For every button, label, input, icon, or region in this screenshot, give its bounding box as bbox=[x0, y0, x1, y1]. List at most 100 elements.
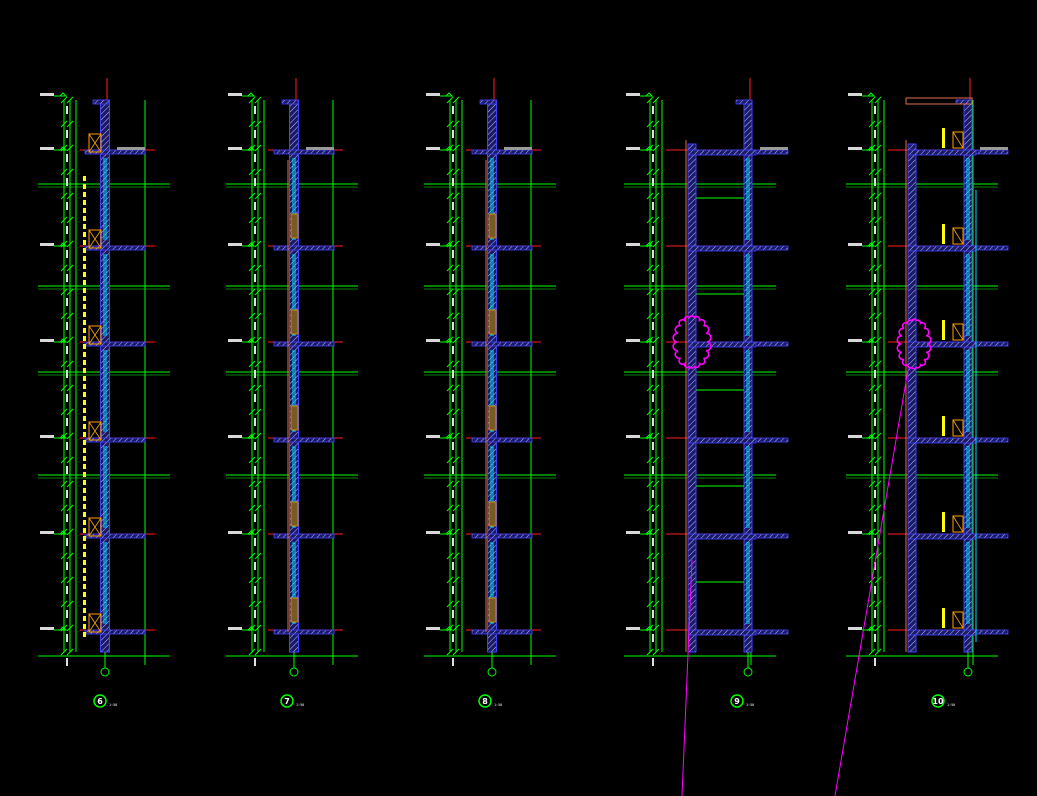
dimension-text-mark bbox=[452, 178, 454, 186]
door-detail bbox=[88, 613, 102, 633]
floor-slab bbox=[273, 437, 335, 443]
dim-tick bbox=[868, 504, 876, 512]
parapet-cap bbox=[92, 99, 110, 105]
dim-tick bbox=[646, 312, 654, 320]
dim-tick bbox=[254, 336, 262, 344]
dim-tick bbox=[446, 576, 454, 584]
level-label-mark bbox=[626, 531, 640, 534]
yellow-infill-mark bbox=[83, 200, 86, 205]
level-triangle bbox=[444, 338, 454, 343]
dimension-text-mark bbox=[254, 442, 256, 450]
parapet-cap bbox=[735, 99, 753, 105]
floor-slab bbox=[84, 149, 146, 155]
yellow-infill-mark bbox=[83, 216, 86, 221]
dimension-text-mark bbox=[652, 322, 654, 330]
dimension-text-mark bbox=[874, 634, 876, 642]
dim-tick bbox=[652, 552, 660, 560]
dim-tick bbox=[452, 480, 460, 488]
dim-tick bbox=[874, 120, 882, 128]
dimension-text-mark bbox=[652, 250, 654, 258]
dim-tick bbox=[446, 120, 454, 128]
yellow-infill-mark bbox=[83, 368, 86, 373]
dim-tick bbox=[60, 360, 68, 368]
dim-tick bbox=[66, 600, 74, 608]
door-swing bbox=[952, 611, 964, 629]
dim-tick bbox=[66, 432, 74, 440]
dimension-text-mark bbox=[452, 442, 454, 450]
dim-tick bbox=[60, 576, 68, 584]
dim-tick bbox=[646, 600, 654, 608]
level-label-mark bbox=[848, 339, 862, 342]
dimension-text-mark bbox=[254, 274, 256, 282]
dim-tick bbox=[652, 456, 660, 464]
sill-block bbox=[290, 597, 299, 623]
level-label-mark bbox=[228, 627, 242, 630]
yellow-infill-mark bbox=[83, 464, 86, 469]
yellow-infill-mark bbox=[83, 176, 86, 181]
level-label-mark bbox=[426, 243, 440, 246]
span-slab bbox=[907, 629, 977, 636]
dim-tick bbox=[254, 648, 262, 656]
level-triangle bbox=[246, 530, 256, 535]
yellow-infill-mark bbox=[83, 584, 86, 589]
dim-tick bbox=[248, 456, 256, 464]
dimension-text-mark bbox=[874, 370, 876, 378]
dimension-text-mark bbox=[874, 394, 876, 402]
yellow-infill-mark bbox=[83, 184, 86, 189]
dimension-text-mark bbox=[254, 562, 256, 570]
yellow-infill-mark bbox=[83, 440, 86, 445]
dimension-text-mark bbox=[254, 658, 256, 666]
dim-tick bbox=[874, 336, 882, 344]
dimension-text-mark bbox=[452, 226, 454, 234]
door-swing bbox=[952, 515, 964, 533]
dimension-text-mark bbox=[66, 634, 68, 642]
dim-tick bbox=[248, 264, 256, 272]
floor-slab bbox=[273, 629, 335, 635]
dimension-text-mark bbox=[874, 226, 876, 234]
level-label-mark bbox=[848, 93, 862, 96]
dimension-text-mark bbox=[254, 130, 256, 138]
dimension-text-mark bbox=[66, 346, 68, 354]
dimension-text-mark bbox=[652, 562, 654, 570]
section-tag-circle bbox=[280, 694, 294, 708]
dimension-text-mark bbox=[652, 610, 654, 618]
dimension-text-mark bbox=[874, 322, 876, 330]
span-slab bbox=[907, 149, 977, 156]
yellow-infill-mark bbox=[83, 192, 86, 197]
dim-tick bbox=[254, 120, 262, 128]
dim-tick bbox=[248, 504, 256, 512]
dimension-text-mark bbox=[66, 202, 68, 210]
dim-tick bbox=[868, 408, 876, 416]
door-swing bbox=[952, 131, 964, 149]
door-detail bbox=[88, 517, 102, 537]
dim-tick bbox=[446, 456, 454, 464]
dim-tick bbox=[66, 192, 74, 200]
span-slab bbox=[687, 533, 757, 540]
dimension-text-mark bbox=[254, 634, 256, 642]
sill-block bbox=[488, 309, 497, 335]
yellow-infill-mark bbox=[83, 448, 86, 453]
level-label-mark bbox=[626, 339, 640, 342]
dimension-text-mark bbox=[652, 514, 654, 522]
dimension-text-mark bbox=[254, 322, 256, 330]
yellow-infill-mark bbox=[83, 488, 86, 493]
door-detail bbox=[88, 325, 102, 345]
dim-tick bbox=[66, 96, 74, 104]
dimension-text-mark bbox=[254, 466, 256, 474]
dim-tick bbox=[874, 648, 882, 656]
dim-tick bbox=[66, 504, 74, 512]
level-triangle bbox=[444, 626, 454, 631]
dim-tick bbox=[646, 96, 654, 104]
level-triangle bbox=[58, 242, 68, 247]
dim-tick bbox=[868, 216, 876, 224]
level-triangle bbox=[246, 146, 256, 151]
dimension-text-mark bbox=[452, 202, 454, 210]
dimension-text-mark bbox=[874, 106, 876, 114]
yellow-infill-mark bbox=[83, 328, 86, 333]
yellow-infill-mark bbox=[83, 456, 86, 461]
dim-tick bbox=[66, 624, 74, 632]
